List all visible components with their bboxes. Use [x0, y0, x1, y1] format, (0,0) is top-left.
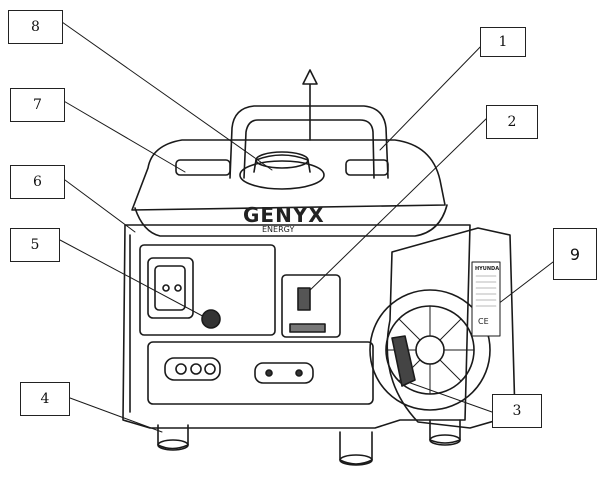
- leader-9: [497, 261, 554, 305]
- top-cover: [131, 139, 446, 211]
- leader-5: [59, 239, 211, 321]
- brand-sub: ENERGY: [262, 225, 294, 234]
- callout-7: 7: [10, 88, 65, 122]
- leader-6: [64, 179, 136, 233]
- frame: [122, 224, 471, 429]
- callout-6: 6: [10, 165, 65, 199]
- callout-4: 4: [20, 382, 70, 416]
- switch-panel: [281, 274, 341, 338]
- callout-5: 5: [10, 228, 60, 262]
- exhaust-arrow-icon: [302, 69, 318, 141]
- rubber-feet: [157, 419, 461, 466]
- fuel-gauge: [175, 159, 231, 176]
- lower-panel: [147, 341, 374, 405]
- leader-3: [401, 379, 493, 413]
- callout-3: 3: [492, 394, 542, 428]
- brand-logo: GENYX: [243, 203, 325, 227]
- starter-pulley: [369, 289, 491, 411]
- callout-9: 9: [553, 228, 597, 280]
- leader-7: [61, 99, 186, 173]
- callout-2: 2: [486, 105, 538, 139]
- starter-handle: [391, 335, 416, 387]
- callout-8: 8: [8, 10, 63, 44]
- ac-socket: [147, 257, 194, 319]
- label-plate-marks: CE: [478, 317, 489, 326]
- fuel-cap: [239, 151, 325, 190]
- label-plate-brand: HYUNDAI: [475, 266, 501, 272]
- carry-handle: [229, 105, 389, 179]
- callout-1: 1: [480, 27, 526, 57]
- overload-protector: [201, 309, 221, 329]
- spec-label-plate: [471, 261, 501, 337]
- leader-1: [379, 39, 488, 151]
- leader-lines: [59, 21, 554, 433]
- leader-8: [61, 21, 273, 171]
- control-panel: [139, 244, 276, 336]
- on-off-switch: [297, 287, 311, 311]
